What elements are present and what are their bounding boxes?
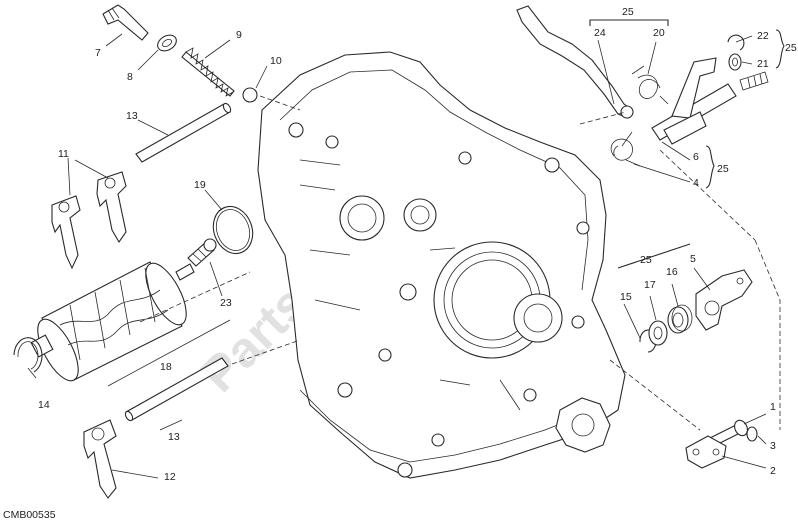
label-24: 24 [594, 27, 606, 39]
label-20: 20 [653, 27, 665, 39]
part-7-pin [102, 4, 149, 41]
label-8: 8 [127, 71, 133, 83]
label-25-right-top: 25 [785, 42, 797, 54]
part-13-rod-bottom [124, 357, 229, 422]
label-19: 19 [194, 179, 206, 191]
label-13-bottom: 13 [168, 431, 180, 443]
label-17: 17 [644, 279, 656, 291]
part-19-o-ring [212, 205, 254, 255]
label-21: 21 [757, 58, 769, 70]
label-25-top: 25 [622, 6, 634, 18]
part-10-ball [242, 87, 258, 103]
label-15: 15 [620, 291, 632, 303]
label-25-lower: 25 [640, 254, 652, 266]
label-18: 18 [160, 361, 172, 373]
part-8-washer [157, 34, 177, 52]
part-24-shift-lever [516, 5, 634, 119]
label-5: 5 [690, 253, 696, 265]
leader-lines [27, 33, 767, 479]
part-9-spring [181, 47, 235, 97]
label-1: 1 [770, 401, 776, 413]
label-12: 12 [164, 471, 176, 483]
part-17-washer [648, 320, 668, 346]
alignment-lines [139, 95, 781, 431]
label-6: 6 [693, 151, 699, 163]
label-22: 22 [757, 30, 769, 42]
label-16: 16 [666, 266, 678, 278]
part-12-shift-fork [83, 419, 117, 499]
part-20-spring [631, 65, 669, 105]
part-16-bushing [667, 304, 693, 334]
part-14-circlip [13, 337, 43, 373]
label-4: 4 [693, 177, 699, 189]
label-2: 2 [770, 465, 776, 477]
label-9: 9 [236, 29, 242, 41]
label-11: 11 [58, 148, 69, 160]
label-3: 3 [770, 440, 776, 452]
part-4-spring [610, 131, 641, 167]
label-7: 7 [95, 47, 101, 59]
group-brackets [589, 19, 785, 269]
drawing-code: CMB00535 [3, 509, 56, 521]
part-11-shift-fork-b [96, 171, 127, 244]
part-21-washer [728, 53, 742, 71]
part-22-circlip [727, 34, 745, 51]
part-shift-drum [30, 261, 195, 382]
crankcase-half [257, 51, 626, 479]
label-14: 14 [38, 399, 50, 411]
part-2-plate [685, 435, 727, 469]
label-23: 23 [220, 297, 232, 309]
part-5-plate [695, 269, 753, 331]
label-25-right-mid: 25 [717, 163, 729, 175]
part-11-shift-fork-a [51, 195, 81, 270]
part-3-spacer [746, 426, 758, 442]
part-13-rod-top [135, 102, 232, 163]
label-13-top: 13 [126, 110, 138, 122]
part-23-pin [187, 238, 217, 267]
callout-labels: 7 8 9 10 13 11 19 23 18 14 13 12 25 24 2… [38, 6, 797, 483]
part-selector-shaft [651, 57, 769, 145]
label-10: 10 [270, 55, 282, 67]
